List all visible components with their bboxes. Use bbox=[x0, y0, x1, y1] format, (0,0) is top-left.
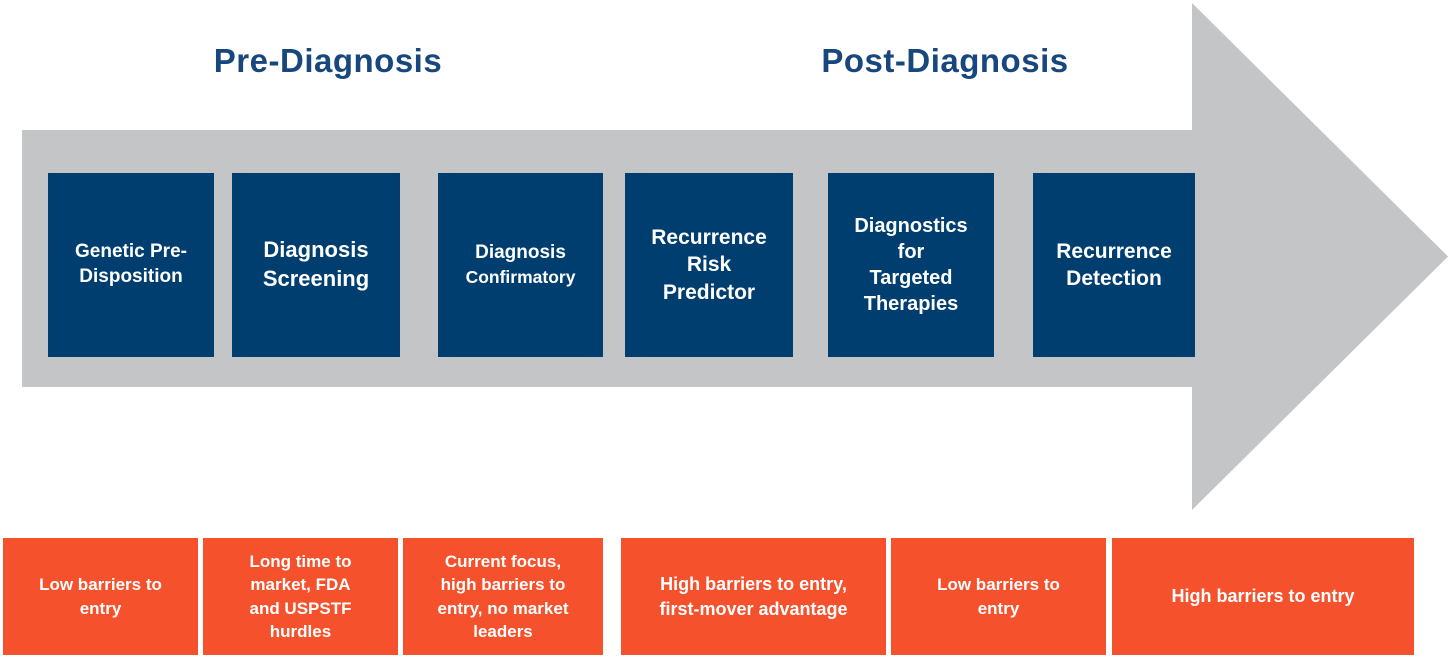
barrier-box-recurrence-detection: High barriers to entry bbox=[1112, 538, 1414, 655]
barrier-box-genetic-pre-disposition: Low barriers to entry bbox=[3, 538, 198, 655]
stage-label: Diagnostics for Targeted Therapies bbox=[854, 215, 968, 315]
stage-label: Diagnosis Screening bbox=[262, 237, 370, 291]
barrier-label: Low barriers to entry bbox=[937, 575, 1060, 618]
stage-box-recurrence-risk-predictor: Recurrence Risk Predictor bbox=[625, 173, 793, 357]
stage-box-diagnostics-for-targeted-therapies: Diagnostics for Targeted Therapies bbox=[828, 173, 994, 357]
stage-label: Diagnosis bbox=[475, 242, 566, 264]
post-diagnosis-heading: Post-Diagnosis bbox=[821, 42, 1069, 79]
timeline-arrow-body bbox=[22, 130, 1192, 387]
stage-label: Recurrence Risk Predictor bbox=[651, 226, 767, 304]
barrier-label: Long time to market, FDA and USPSTF hurd… bbox=[249, 551, 352, 641]
pre-diagnosis-heading: Pre-Diagnosis bbox=[213, 42, 443, 79]
barrier-box-diagnosis-confirmatory: Current focus, high barriers to entry, n… bbox=[403, 538, 603, 655]
stage-box-diagnosis-confirmatory: Diagnosis Confirmatory bbox=[438, 173, 603, 357]
stage-sublabel: Confirmatory bbox=[465, 266, 576, 287]
stage-box-diagnosis-screening: Diagnosis Screening bbox=[232, 173, 400, 357]
barrier-box-targeted-therapies: Low barriers to entry bbox=[891, 538, 1106, 655]
stage-box-recurrence-detection: Recurrence Detection bbox=[1033, 173, 1195, 357]
stage-label: Recurrence Detection bbox=[1056, 239, 1172, 290]
barrier-box-recurrence-risk-predictor: High barriers to entry, first-mover adva… bbox=[621, 538, 886, 655]
barrier-label: High barriers to entry bbox=[1171, 586, 1355, 607]
stage-box-genetic-pre-disposition: Genetic Pre- Disposition bbox=[48, 173, 214, 357]
barrier-label: High barriers to entry, first-mover adva… bbox=[659, 573, 848, 619]
stage-label: Genetic Pre- Disposition bbox=[75, 241, 187, 287]
barrier-label: Current focus, high barriers to entry, n… bbox=[437, 551, 569, 641]
barrier-box-diagnosis-screening: Long time to market, FDA and USPSTF hurd… bbox=[203, 538, 398, 655]
timeline-arrow-head bbox=[1192, 3, 1448, 510]
barrier-label: Low barriers to entry bbox=[39, 575, 162, 618]
